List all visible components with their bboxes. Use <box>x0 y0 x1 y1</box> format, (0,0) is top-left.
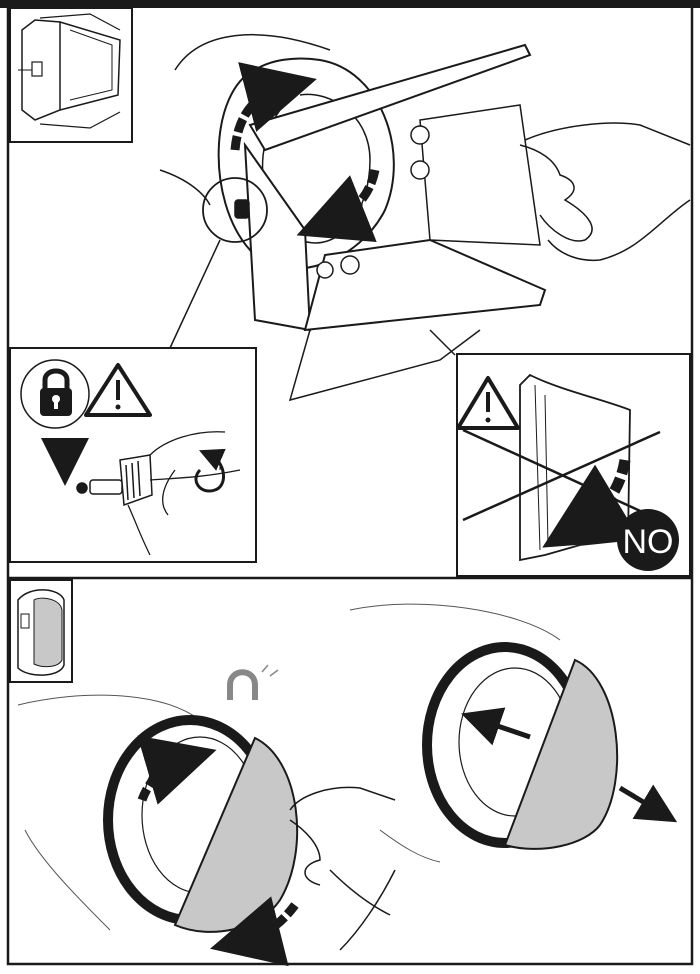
attach-arrow-up <box>142 760 182 800</box>
thumbnail-barndoor <box>10 8 132 142</box>
left-flap <box>245 145 310 330</box>
diffuser-half-left <box>175 738 297 932</box>
no-inset: NO <box>430 330 690 576</box>
remove-arrow-out <box>620 788 660 812</box>
bottom-section <box>10 580 660 950</box>
thumbnail-diffuser <box>10 580 72 682</box>
diffuser-attach-illustration <box>18 665 395 950</box>
side-flap <box>420 105 540 245</box>
diffuser-half-right <box>505 660 617 849</box>
hand-left <box>175 35 330 70</box>
magnet-icon <box>230 665 278 700</box>
lock-detail-inset <box>10 348 256 562</box>
fixture-illustration <box>160 35 690 400</box>
hand-holding-diffuser <box>290 787 395 950</box>
diffuser-remove-illustration <box>350 604 660 862</box>
remove-arrow-in <box>480 720 530 737</box>
bottom-flap <box>305 240 545 330</box>
hand-right <box>520 123 690 260</box>
top-section: NO <box>10 8 690 576</box>
no-label: NO <box>623 523 674 561</box>
